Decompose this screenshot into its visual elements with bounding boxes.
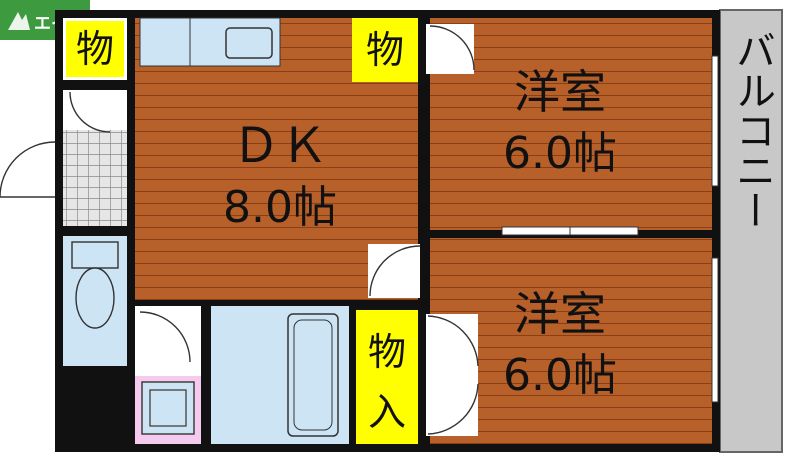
bathtub-inner bbox=[293, 319, 333, 431]
western-room-2-size: 6.0帖 bbox=[503, 350, 617, 401]
western-room-2-label: 洋室 bbox=[514, 287, 606, 341]
entrance-door-swing bbox=[69, 91, 111, 133]
dk-size: 8.0帖 bbox=[223, 182, 337, 233]
balcony-label: バルコニー bbox=[729, 30, 775, 230]
toilet-tank bbox=[71, 241, 119, 269]
kitchen-counter bbox=[139, 17, 281, 67]
closet-label-top: 物 bbox=[368, 330, 406, 374]
storage-1-label-bg bbox=[66, 21, 124, 77]
dk-label: ＤＫ bbox=[232, 118, 328, 174]
storage-2 bbox=[352, 18, 418, 82]
western-room-1-floor bbox=[430, 18, 712, 230]
balcony-windows bbox=[711, 55, 719, 403]
washroom-door-swing bbox=[139, 311, 191, 363]
door-dk-lower bbox=[368, 244, 421, 298]
western-room-1-label: 洋室 bbox=[514, 65, 606, 119]
door-room-1 bbox=[426, 24, 475, 74]
washroom-door-area bbox=[135, 306, 201, 376]
storage-2-label: 物 bbox=[366, 28, 404, 72]
front-door bbox=[0, 141, 56, 204]
closet-label-bottom: 入 bbox=[368, 390, 406, 434]
storage-1-label: 物 bbox=[76, 27, 114, 71]
closet bbox=[356, 310, 418, 444]
entrance-step bbox=[63, 90, 127, 130]
closet-doors bbox=[426, 314, 479, 436]
washbasin-bowl-icon bbox=[149, 389, 187, 427]
toilet-icon bbox=[75, 267, 115, 329]
logo-mark-icon bbox=[8, 12, 30, 30]
balcony bbox=[719, 9, 783, 453]
sink-icon bbox=[225, 27, 273, 59]
sliding-door bbox=[501, 226, 639, 236]
western-room-1-size: 6.0帖 bbox=[503, 128, 617, 179]
